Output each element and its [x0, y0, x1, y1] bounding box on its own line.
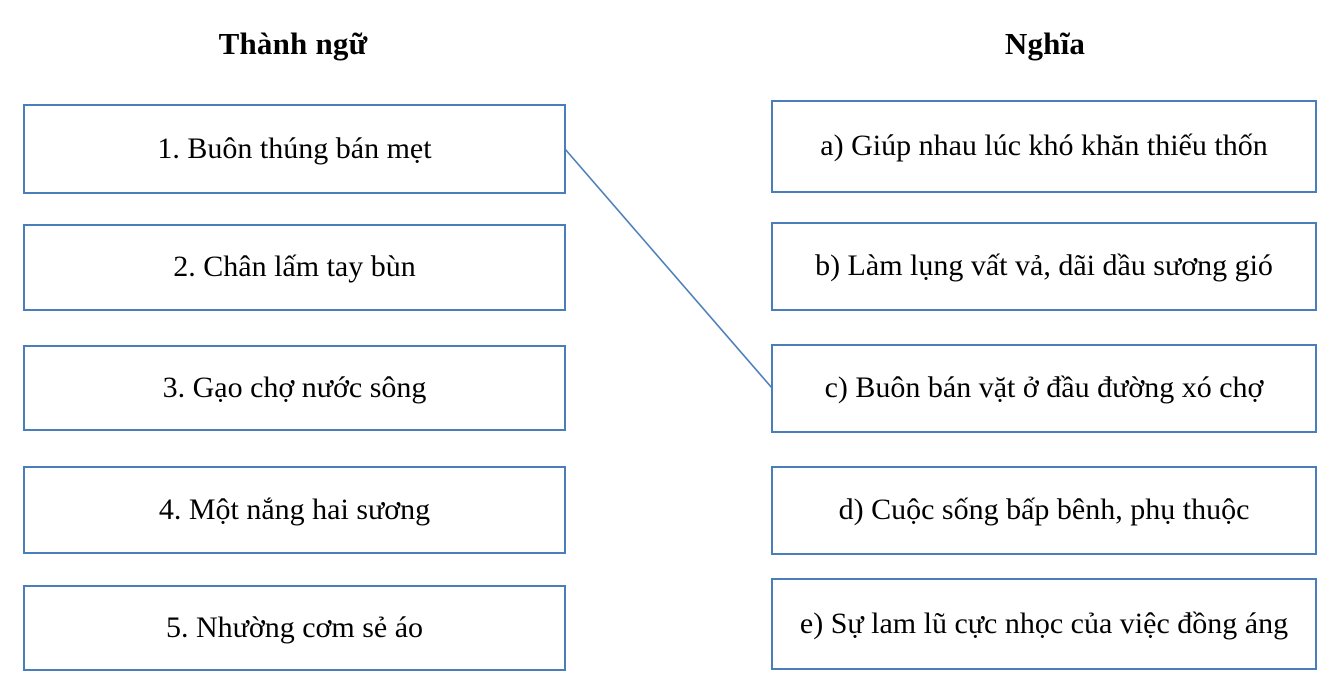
- meaning-box-d[interactable]: d) Cuộc sống bấp bênh, phụ thuộc: [771, 466, 1317, 555]
- idiom-box-4[interactable]: 4. Một nắng hai sương: [23, 466, 566, 554]
- idiom-label-3: 3. Gạo chợ nước sông: [162, 370, 427, 404]
- idiom-label-5: 5. Nhường cơm sẻ áo: [165, 610, 424, 644]
- idiom-label-4: 4. Một nắng hai sương: [158, 492, 431, 526]
- column-heading-idioms: Thành ngữ: [218, 26, 368, 61]
- meaning-box-b[interactable]: b) Làm lụng vất vả, dãi dầu sương gió: [771, 222, 1317, 311]
- meaning-label-a: a) Giúp nhau lúc khó khăn thiếu thốn: [820, 129, 1268, 163]
- meaning-box-c[interactable]: c) Buôn bán vặt ở đầu đường xó chợ: [771, 344, 1317, 433]
- match-connector-line-1: [564, 148, 773, 389]
- column-heading-meanings: Nghĩa: [1004, 26, 1086, 61]
- meaning-box-a[interactable]: a) Giúp nhau lúc khó khăn thiếu thốn: [771, 100, 1317, 193]
- meaning-label-d: d) Cuộc sống bấp bênh, phụ thuộc: [838, 493, 1250, 527]
- idiom-box-5[interactable]: 5. Nhường cơm sẻ áo: [23, 585, 566, 671]
- idiom-box-3[interactable]: 3. Gạo chợ nước sông: [23, 345, 566, 431]
- meaning-box-e[interactable]: e) Sự lam lũ cực nhọc của việc đồng áng: [771, 578, 1317, 670]
- idiom-label-2: 2. Chân lấm tay bùn: [173, 250, 416, 284]
- meaning-label-b: b) Làm lụng vất vả, dãi dầu sương gió: [815, 249, 1273, 283]
- idiom-label-1: 1. Buôn thúng bán mẹt: [157, 131, 432, 165]
- meaning-label-c: c) Buôn bán vặt ở đầu đường xó chợ: [824, 371, 1264, 405]
- meaning-label-e: e) Sự lam lũ cực nhọc của việc đồng áng: [799, 606, 1289, 640]
- idiom-box-2[interactable]: 2. Chân lấm tay bùn: [23, 224, 566, 311]
- idiom-box-1[interactable]: 1. Buôn thúng bán mẹt: [23, 104, 566, 194]
